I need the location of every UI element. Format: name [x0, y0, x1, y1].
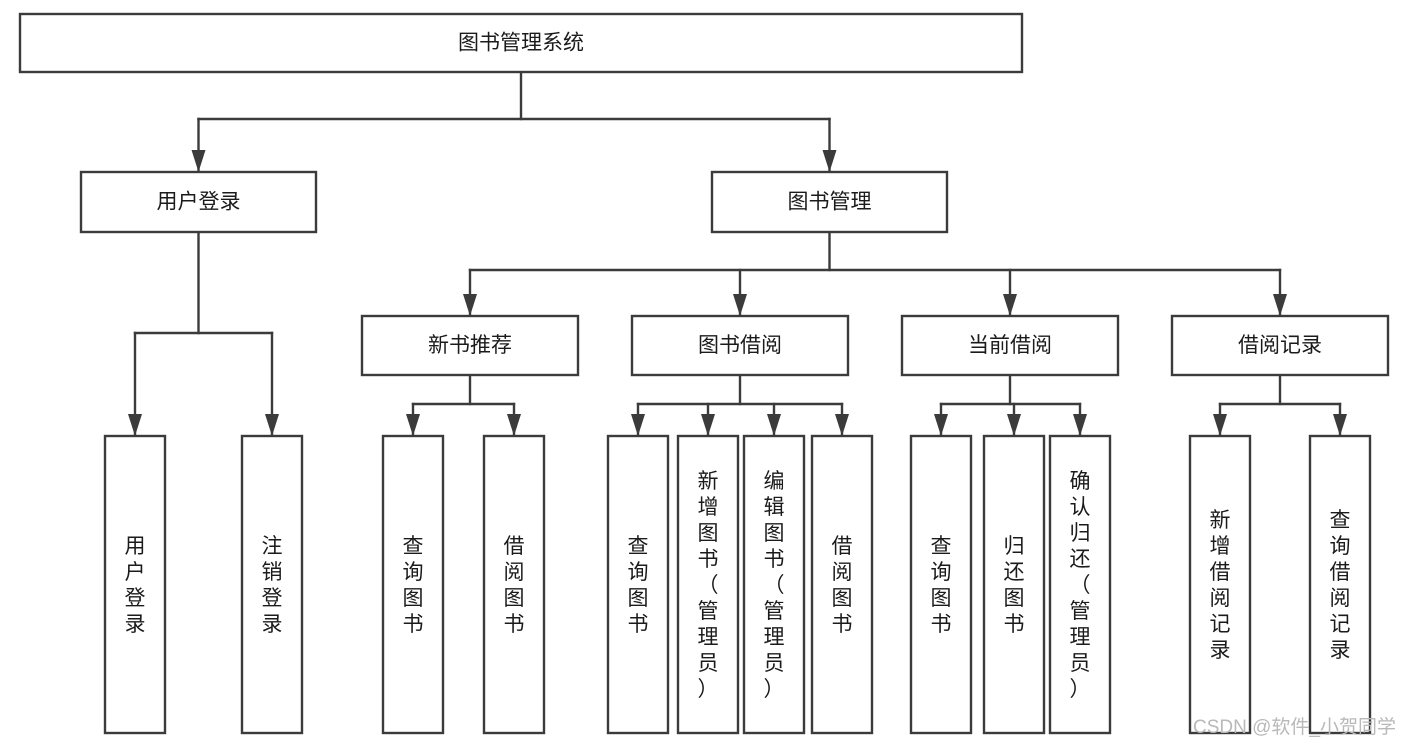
node-box	[482, 434, 546, 735]
node-box	[606, 434, 670, 735]
edge-group-current-borrow	[934, 373, 1087, 438]
edge-group-user-login	[128, 230, 279, 438]
node-label: 新增图书（管理员）	[698, 470, 719, 701]
node-label: 编辑图书（管理员）	[764, 470, 785, 701]
arrow-head-icon	[406, 414, 420, 436]
node-box	[103, 434, 167, 735]
arrow-head-icon	[1003, 294, 1017, 316]
arrow-head-icon	[128, 414, 142, 436]
node-label: 查询图书	[931, 535, 952, 636]
node-box	[676, 434, 740, 735]
arrow-head-icon	[463, 294, 477, 316]
node-borrow-record[interactable]: 借阅记录	[1170, 314, 1390, 377]
arrow-head-icon	[835, 414, 849, 436]
arrow-head-icon	[934, 414, 948, 436]
node-label: 新书推荐	[428, 334, 512, 357]
edge-group-borrow-record	[1213, 373, 1347, 438]
node-label: 借阅图书	[504, 535, 525, 636]
node-box	[1048, 434, 1112, 735]
node-layer: 图书管理系统用户登录图书管理新书推荐图书借阅当前借阅借阅记录用户登录注销登录查询…	[18, 12, 1390, 735]
node-label: 用户登录	[157, 191, 241, 214]
node-new-book-rec[interactable]: 新书推荐	[360, 314, 580, 377]
node-box	[79, 170, 318, 234]
node-label: 当前借阅	[968, 334, 1052, 357]
node-box	[710, 170, 949, 234]
arrow-head-icon	[1213, 414, 1227, 436]
node-leaf-logout[interactable]: 注销登录	[240, 434, 304, 735]
arrow-head-icon	[701, 414, 715, 436]
arrow-head-icon	[631, 414, 645, 436]
node-leaf-edit-book[interactable]: 编辑图书（管理员）	[742, 434, 806, 735]
node-leaf-borrow-book-b[interactable]: 借阅图书	[810, 434, 874, 735]
node-leaf-add-record[interactable]: 新增借阅记录	[1188, 434, 1252, 735]
node-box	[1170, 314, 1390, 377]
node-label: 用户登录	[125, 535, 146, 636]
arrow-head-icon	[1333, 414, 1347, 436]
csdn-watermark: CSDN @软件_小贺同学	[1193, 716, 1396, 738]
arrow-head-icon	[191, 150, 206, 172]
node-box	[742, 434, 806, 735]
arrow-head-icon	[767, 414, 781, 436]
node-label: 查询借阅记录	[1330, 509, 1351, 662]
node-label: 注销登录	[262, 535, 283, 636]
node-box	[900, 314, 1120, 377]
edge-group-book-borrow	[631, 373, 849, 438]
node-leaf-borrow-book-a[interactable]: 借阅图书	[482, 434, 546, 735]
node-label: 图书管理系统	[458, 32, 584, 55]
node-leaf-query-book-a[interactable]: 查询图书	[381, 434, 445, 735]
node-root[interactable]: 图书管理系统	[18, 12, 1024, 74]
node-book-manage[interactable]: 图书管理	[710, 170, 949, 234]
node-user-login[interactable]: 用户登录	[79, 170, 318, 234]
node-label: 确认归还（管理员）	[1070, 470, 1091, 701]
node-box	[360, 314, 580, 377]
node-current-borrow[interactable]: 当前借阅	[900, 314, 1120, 377]
arrow-head-icon	[265, 414, 279, 436]
arrow-head-icon	[1007, 414, 1021, 436]
edge-group-root	[191, 70, 837, 174]
node-label: 图书管理	[788, 191, 872, 214]
node-box	[982, 434, 1046, 735]
node-book-borrow[interactable]: 图书借阅	[630, 314, 850, 377]
arrow-head-icon	[822, 150, 837, 172]
node-leaf-query-record[interactable]: 查询借阅记录	[1308, 434, 1372, 735]
node-box	[810, 434, 874, 735]
edge-group-new-book-rec	[406, 373, 521, 438]
node-box	[1308, 434, 1372, 735]
node-label: 借阅图书	[832, 535, 853, 636]
node-leaf-query-book-b[interactable]: 查询图书	[606, 434, 670, 735]
node-label: 新增借阅记录	[1210, 509, 1231, 662]
node-box	[630, 314, 850, 377]
node-leaf-confirm-return[interactable]: 确认归还（管理员）	[1048, 434, 1112, 735]
node-label: 借阅记录	[1238, 334, 1322, 357]
node-leaf-user-login[interactable]: 用户登录	[103, 434, 167, 735]
node-label: 查询图书	[403, 535, 424, 636]
node-box	[18, 12, 1024, 74]
node-box	[240, 434, 304, 735]
node-box	[1188, 434, 1252, 735]
node-leaf-add-book[interactable]: 新增图书（管理员）	[676, 434, 740, 735]
node-label: 查询图书	[628, 535, 649, 636]
node-leaf-return-book[interactable]: 归还图书	[982, 434, 1046, 735]
node-box	[381, 434, 445, 735]
arrow-head-icon	[1073, 414, 1087, 436]
arrow-head-icon	[1273, 294, 1287, 316]
node-leaf-query-book-c[interactable]: 查询图书	[909, 434, 973, 735]
node-box	[909, 434, 973, 735]
connector-layer	[128, 70, 1347, 438]
node-label: 图书借阅	[698, 334, 782, 357]
arrow-head-icon	[733, 294, 747, 316]
edge-group-book-manage	[463, 230, 1287, 318]
node-label: 归还图书	[1004, 535, 1025, 636]
arrow-head-icon	[507, 414, 521, 436]
